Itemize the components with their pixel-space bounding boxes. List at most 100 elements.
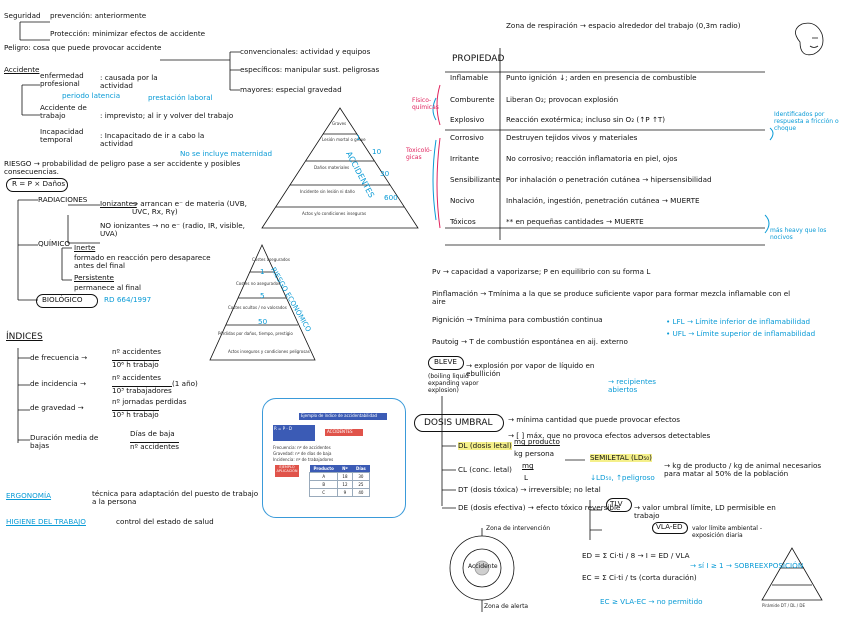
ed-formula: ED = Σ Ci·ti / 8 → I = ED / VLA <box>582 551 690 560</box>
accidente-trabajo-label: Accidente de trabajo <box>40 103 87 121</box>
prop-def-3: Destruyen tejidos vivos y materiales <box>506 133 638 142</box>
ionizantes-def: → arrancan e⁻ de materia (UVB, UVC, Rx, … <box>132 199 247 217</box>
accidente-trabajo-def: : imprevisto; al ir y volver del trabajo <box>100 111 234 120</box>
rd-reference: RD 664/1997 <box>104 295 152 304</box>
card-cell: 25 <box>351 480 371 489</box>
formula-box <box>6 178 68 192</box>
pyramid1-base: Actos y/o condiciones inseguras <box>302 211 367 216</box>
duracion-label: Duración media de bajas <box>30 433 99 451</box>
card-ejemplo: EJEMPLO APLICACIÓN <box>275 465 299 477</box>
pyramid2-level1: Costes asegurados <box>252 257 290 262</box>
prop-name-6: Nocivo <box>450 196 475 205</box>
bleve-label: BLEVE <box>434 357 457 366</box>
semiletal-label: SEMILETAL (LD₅₀) <box>590 453 652 463</box>
proteccion-text: Protección: minimizar efectos de acciden… <box>50 29 206 38</box>
pyramid2-n2: 5 <box>260 291 265 300</box>
periodo-latencia-note: periodo latencia <box>62 91 121 100</box>
incidencia-num: nº accidentes <box>112 373 162 382</box>
frecuencia-num: nº accidentes <box>112 347 162 356</box>
card-col2: Nº <box>337 465 352 473</box>
tlv-box <box>606 498 632 512</box>
accidente-circle-label: Accidente <box>468 563 498 570</box>
prop-name-3: Corrosivo <box>450 133 484 142</box>
ident-note: Identificados por respuesta a fricción o… <box>774 111 839 132</box>
duracion-den: nº accidentes <box>130 442 180 451</box>
vla-label: VLA-ED <box>656 522 683 531</box>
dosis-box <box>414 414 504 432</box>
gravedad-num: nº jornadas perdidas <box>112 397 187 406</box>
pyramid1-level4: Incidente sin lesión ni daño <box>300 189 355 194</box>
biologico-label: BIOLÓGICO <box>42 295 83 304</box>
biologico-box <box>36 294 98 308</box>
prop-name-2: Explosivo <box>450 115 485 124</box>
mayores-text: mayores: especial gravedad <box>240 85 342 94</box>
bleve-box <box>428 356 464 370</box>
riesgo-formula: R = P × Daños <box>12 179 66 188</box>
prop-def-7: ** en pequeñas cantidades → MUERTE <box>506 217 644 226</box>
incidencia-note: (1 año) <box>172 379 198 388</box>
riesgo-definition: RIESGO → probabilidad de peligro pase a … <box>4 159 241 177</box>
ergonomia-label: ERGONOMÍA <box>6 491 52 500</box>
prop-name-4: Irritante <box>450 154 479 163</box>
prop-def-4: No corrosivo; reacción inflamatoria en p… <box>506 154 678 163</box>
card-title: Ejemplo de índice de accidentabilidad <box>299 413 387 420</box>
dt-definition: DT (dosis tóxica) → irreversible; no let… <box>458 485 601 494</box>
de-definition: DE (dosis efectiva) → efecto tóxico reve… <box>458 503 621 512</box>
prop-def-5: Por inhalación o penetración cutánea → h… <box>506 175 712 184</box>
zona-respiracion: Zona de respiración → espacio alrededor … <box>506 21 741 30</box>
prestacion-laboral-note: prestación laboral <box>148 93 213 102</box>
card-formula: R = P · D <box>273 425 315 441</box>
convencional-text: convencionales: actividad y equipos <box>240 47 371 56</box>
card-text1: Frecuencia: nº de accidentes <box>273 445 331 450</box>
ergonomia-def: técnica para adaptación del puesto de tr… <box>92 489 259 507</box>
ivl-note: → sí I ≥ 1 → SOBREEXPOSICIÓN <box>690 561 804 570</box>
prop-def-6: Inhalación, ingestión, penetración cután… <box>506 196 700 205</box>
card-cell: B <box>308 480 339 489</box>
frecuencia-den: 10⁶ h trabajo <box>112 360 159 369</box>
dosis-definition: → mínima cantidad que puede provocar efe… <box>508 415 681 424</box>
cl-label: CL (conc. letal) <box>458 465 512 474</box>
mini-pyramid-label: Pirámide DT / DL / DE <box>762 603 806 608</box>
ufl-note: • UFL → Límite superior de inflamabilida… <box>666 329 816 338</box>
vla-definition: valor límite ambiental - exposición diar… <box>692 525 762 539</box>
pyramid1-n4: 600 <box>384 193 398 202</box>
zona-alerta-label: Zona de alerta <box>484 603 529 610</box>
card-text2: Gravedad: nº de días de baja <box>273 451 332 456</box>
prop-header: PROPIEDAD <box>452 54 505 64</box>
enfermedad-def: : causada por la actividad <box>100 73 158 91</box>
card-cell: 30 <box>351 472 371 481</box>
pyramid1-n2: 10 <box>372 147 382 156</box>
prop-name-1: Comburente <box>450 95 495 104</box>
prop-name-0: Inflamable <box>450 73 488 82</box>
indices-heading: ÍNDICES <box>6 332 43 342</box>
fisico-label: Físico-químicas <box>412 97 439 111</box>
pyramid2-n1: 1 <box>260 267 265 276</box>
card-cell: 9 <box>337 488 353 497</box>
zona-intervencion-label: Zona de intervención <box>486 525 551 532</box>
prevencion-text: prevención: anteriormente <box>50 11 147 20</box>
cmax-definition: → [ ] máx. que no provoca efectos advers… <box>508 431 711 440</box>
accidente-label: Accidente <box>4 65 40 74</box>
ec-formula: EC = Σ Ci·ti / ts (corta duración) <box>582 573 697 582</box>
pyramid1-n3: 30 <box>380 169 390 178</box>
gravedad-den: 10³ h trabajo <box>112 410 159 419</box>
card-cell: 18 <box>337 472 353 481</box>
tlv-definition: → valor umbral límite, LD permisible en … <box>634 503 776 521</box>
especificos-text: específicos: manipular sust. peligrosas <box>240 65 380 74</box>
frecuencia-label: de frecuencia → <box>30 353 88 362</box>
pyramid1-level1: Graves <box>332 121 347 126</box>
incapacidad-label: Incapacidad temporal <box>40 127 84 145</box>
prop-def-1: Liberan O₂; provocan explosión <box>506 95 619 104</box>
dl-den: kg persona <box>514 449 555 458</box>
peligro-text: Peligro: cosa que puede provocar acciden… <box>4 43 162 52</box>
pyramid2-level2: Costes no asegurados <box>236 281 281 286</box>
card-cell: A <box>308 472 339 481</box>
ionizantes-label: Ionizantes <box>100 199 137 208</box>
quimico-label: QUÍMICO <box>38 239 71 248</box>
card-cell: 12 <box>337 480 353 489</box>
bleve-definition: → explosión por vapor de líquido en ebul… <box>466 361 595 379</box>
prop-def-2: Reacción exotérmica; incluso sin O₂ (↑P … <box>506 115 666 124</box>
toxicol-label: Toxicoló-gicas <box>406 147 432 161</box>
